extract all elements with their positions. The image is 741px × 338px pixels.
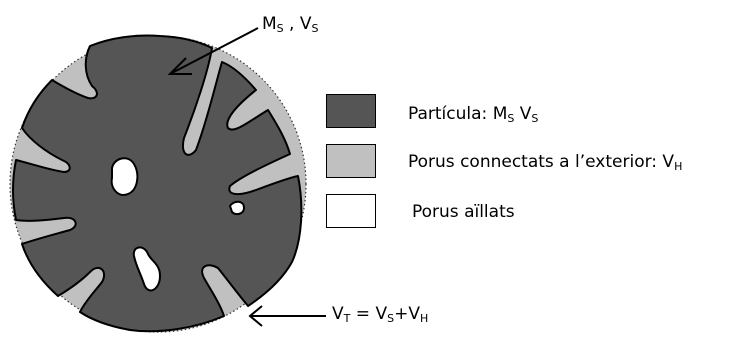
legend-swatch-particle — [326, 94, 376, 128]
legend-label-connected-pores: Porus connectats a l’exterior: VH — [408, 152, 682, 177]
legend-swatch-isolated-pores — [326, 194, 376, 228]
isolated-pore-small — [230, 202, 244, 214]
legend-label-isolated-pores: Porus aïllats — [412, 202, 515, 222]
bottom-arrow-label: VT = VS+VH — [332, 304, 428, 329]
legend-label-particle: Partícula: MS VS — [408, 104, 538, 129]
legend-swatch-connected-pores — [326, 144, 376, 178]
bottom-arrow — [250, 306, 326, 326]
top-arrow-label: MS , VS — [262, 14, 319, 39]
isolated-pore-large — [112, 158, 138, 195]
